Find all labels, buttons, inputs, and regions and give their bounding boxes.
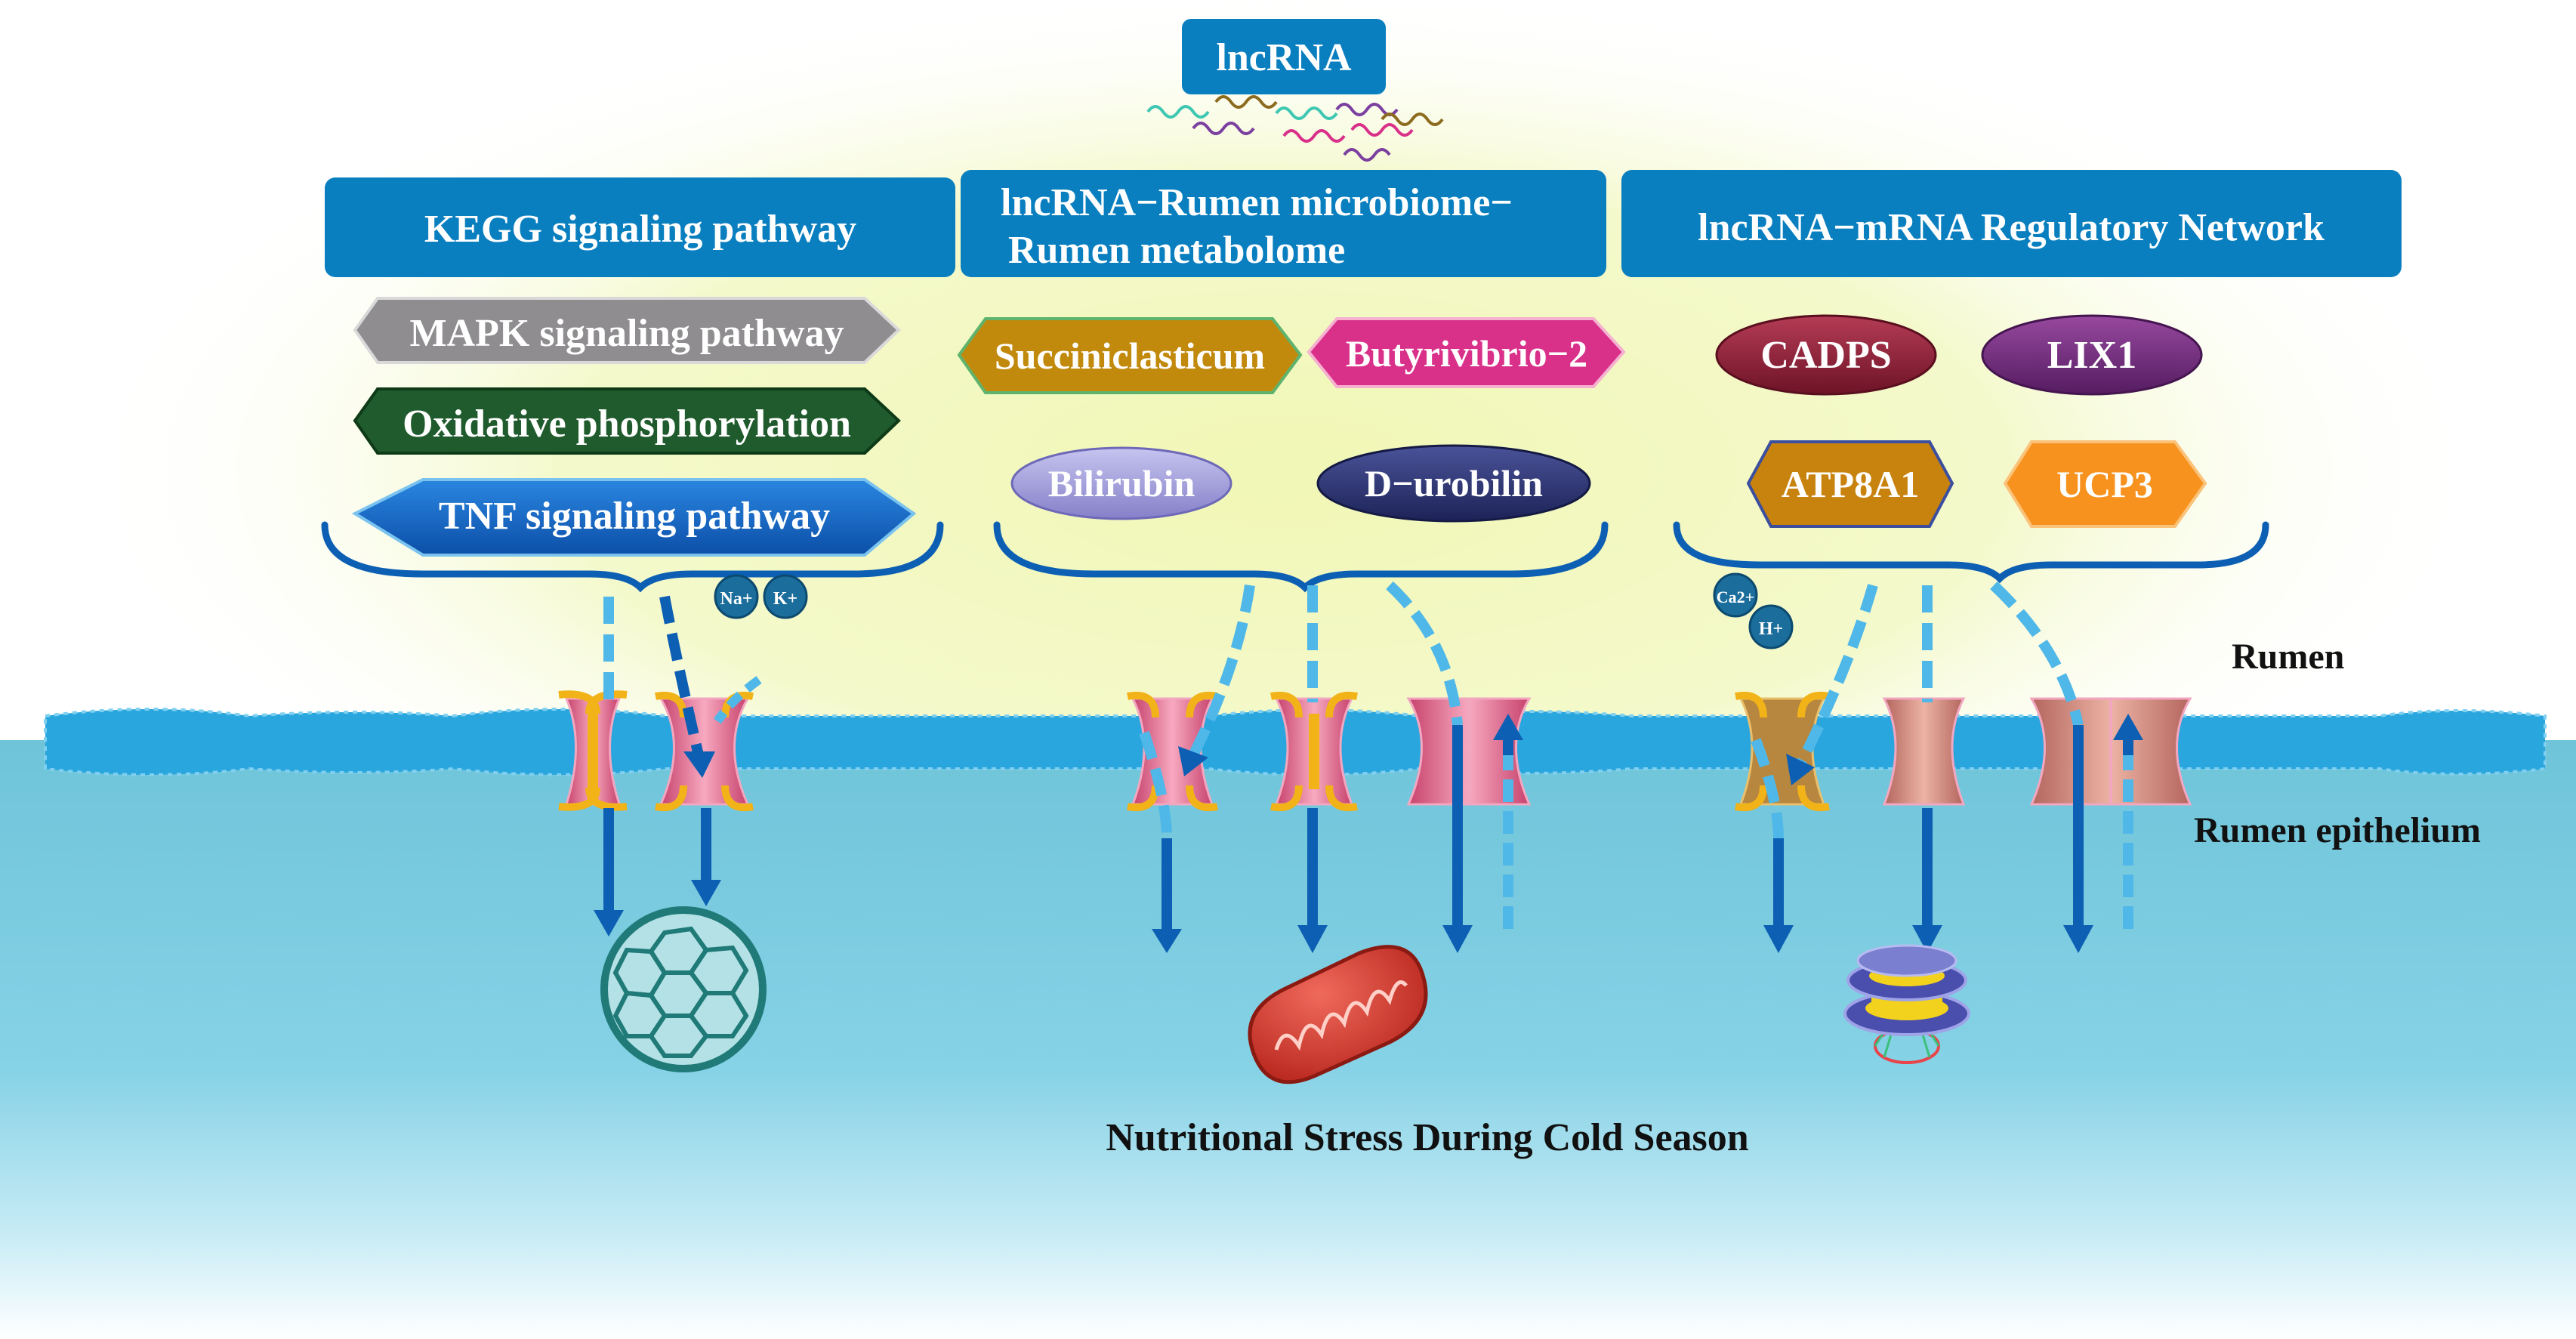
ion-ca: Ca2+ bbox=[1713, 572, 1758, 618]
metabolite-d-urobilin: D−urobilin bbox=[1316, 444, 1591, 523]
network-title: lncRNA−mRNA Regulatory Network bbox=[1698, 206, 2325, 249]
svg-text:ATP8A1: ATP8A1 bbox=[1782, 463, 1919, 505]
svg-text:Butyrivibrio−2: Butyrivibrio−2 bbox=[1346, 332, 1587, 375]
svg-text:Oxidative phosphorylation: Oxidative phosphorylation bbox=[403, 403, 851, 446]
gene-atp8a1: ATP8A1 bbox=[1746, 440, 1954, 528]
cage-sphere-icon bbox=[600, 906, 767, 1072]
kegg-title: KEGG signaling pathway bbox=[424, 208, 856, 251]
panel-header-kegg: KEGG signaling pathway bbox=[325, 177, 955, 277]
svg-text:TNF signaling pathway: TNF signaling pathway bbox=[439, 495, 830, 538]
kegg-item-tnf: TNF signaling pathway bbox=[351, 478, 917, 557]
lncrna-header: lncRNA bbox=[1182, 19, 1386, 94]
svg-text:Ca2+: Ca2+ bbox=[1717, 588, 1754, 606]
mitochondrion-icon bbox=[1248, 945, 1428, 1084]
channel bbox=[1406, 697, 1532, 806]
pore-complex-icon bbox=[1843, 944, 1970, 1064]
svg-text:Succiniclasticum: Succiniclasticum bbox=[995, 335, 1265, 377]
transport-arrows bbox=[594, 581, 2143, 953]
channel bbox=[1735, 691, 1830, 812]
brackets bbox=[321, 521, 2269, 593]
kegg-item-mapk: MAPK signaling pathway bbox=[353, 297, 901, 364]
gene-lix1: LIX1 bbox=[1981, 314, 2203, 396]
ion-k: K+ bbox=[763, 574, 808, 619]
ion-na: Na+ bbox=[714, 574, 759, 619]
microbe-butyrivibrio: Butyrivibrio−2 bbox=[1307, 317, 1626, 388]
microbe-succiniclasticum: Succiniclasticum bbox=[957, 317, 1303, 394]
panel-header-microbiome: lncRNA−Rumen microbiome− Rumen metabolom… bbox=[961, 170, 1606, 277]
gene-ucp3: UCP3 bbox=[2003, 440, 2207, 528]
gene-cadps: CADPS bbox=[1715, 314, 1937, 396]
channel bbox=[1882, 697, 1966, 806]
ion-h: H+ bbox=[1748, 604, 1794, 649]
channel bbox=[2029, 697, 2192, 806]
lncrna-strands bbox=[1146, 95, 1444, 162]
microbiome-title-line2: Rumen metabolome bbox=[1008, 229, 1345, 272]
bottom-caption: Nutritional Stress During Cold Season bbox=[1106, 1116, 1748, 1159]
rumen-epithelium-label: Rumen epithelium bbox=[2194, 810, 2481, 850]
kegg-item-oxphos: Oxidative phosphorylation bbox=[353, 387, 901, 455]
metabolite-bilirubin: Bilirubin bbox=[1010, 446, 1232, 520]
channel bbox=[1270, 691, 1358, 812]
panel-header-network: lncRNA−mRNA Regulatory Network bbox=[1621, 170, 2402, 277]
channel bbox=[558, 690, 628, 811]
svg-text:UCP3: UCP3 bbox=[2056, 463, 2153, 505]
svg-text:K+: K+ bbox=[773, 589, 797, 609]
svg-text:Na+: Na+ bbox=[720, 589, 752, 609]
svg-text:Bilirubin: Bilirubin bbox=[1048, 462, 1195, 504]
microbiome-title-line1: lncRNA−Rumen microbiome− bbox=[1001, 181, 1513, 224]
svg-text:CADPS: CADPS bbox=[1760, 334, 1891, 377]
rumen-label: Rumen bbox=[2232, 637, 2344, 677]
lncrna-label: lncRNA bbox=[1216, 36, 1352, 79]
svg-text:MAPK signaling pathway: MAPK signaling pathway bbox=[410, 312, 844, 355]
svg-text:H+: H+ bbox=[1759, 619, 1783, 639]
svg-text:LIX1: LIX1 bbox=[2047, 334, 2136, 377]
svg-text:D−urobilin: D−urobilin bbox=[1365, 462, 1543, 504]
